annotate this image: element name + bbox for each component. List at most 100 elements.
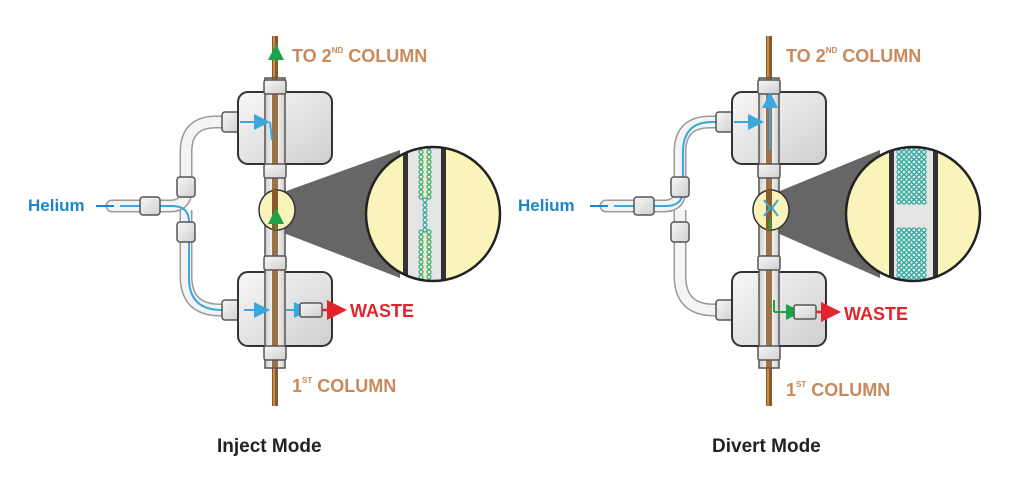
packing-dot xyxy=(426,184,432,190)
packing-dot xyxy=(911,232,917,238)
fitting xyxy=(263,255,287,271)
packing-dot xyxy=(916,164,922,170)
packing-dot xyxy=(921,184,927,190)
bottom-column-label: 1ST COLUMN xyxy=(292,376,396,396)
packing-dot xyxy=(422,202,428,208)
packing-dot xyxy=(916,247,922,253)
packing-dot xyxy=(911,169,917,175)
packing-dot xyxy=(906,164,912,170)
packing-dot xyxy=(426,274,432,280)
packing-dot xyxy=(911,174,917,180)
packing-dot xyxy=(906,262,912,268)
packing-dot xyxy=(911,257,917,263)
fitting xyxy=(263,163,287,179)
packing-dot xyxy=(896,252,902,258)
packing-dot xyxy=(419,140,423,144)
packing-dot xyxy=(916,149,922,155)
packing-dot xyxy=(922,283,926,287)
inject-mode-diagram: TO 2ND COLUMN 1ST COLUMN Helium WASTE In… xyxy=(28,36,502,457)
packing-dot xyxy=(916,199,922,205)
packing-dot xyxy=(896,257,902,263)
divert-mode-diagram: TO 2ND COLUMN 1ST COLUMN Helium WASTE Di… xyxy=(518,36,982,457)
packing-dot xyxy=(911,189,917,195)
packing-dot xyxy=(418,169,424,175)
packing-dot xyxy=(916,232,922,238)
packing-dot xyxy=(901,232,907,238)
packing-dot xyxy=(896,237,902,243)
packing-dot xyxy=(906,232,912,238)
packing-dot xyxy=(418,179,424,185)
packing-dot xyxy=(916,174,922,180)
packing-dot xyxy=(896,194,902,200)
packing-dot xyxy=(906,252,912,258)
packing-dot xyxy=(896,267,902,273)
packing-dot xyxy=(422,222,428,228)
packing-dot xyxy=(426,159,432,165)
packing-dot xyxy=(911,237,917,243)
packing-dot xyxy=(906,272,912,278)
packing-dot xyxy=(901,174,907,180)
packing-dot xyxy=(906,237,912,243)
packing-dot xyxy=(896,227,902,233)
packing-dot xyxy=(921,252,927,258)
packing-dot xyxy=(911,147,917,150)
fitting xyxy=(670,221,690,243)
packing-dot xyxy=(912,283,916,287)
packing-dot xyxy=(906,184,912,190)
packing-dot xyxy=(426,149,432,155)
packing-dot xyxy=(427,285,431,289)
packing-dot xyxy=(907,283,911,287)
packing-dot xyxy=(896,242,902,248)
packing-dot xyxy=(921,149,927,155)
packing-dot xyxy=(917,283,921,287)
packing-dot xyxy=(916,242,922,248)
packing-dot xyxy=(426,259,432,265)
packing-dot xyxy=(912,140,916,144)
packing-dot xyxy=(896,164,902,170)
zoom-cone xyxy=(281,150,400,278)
top-column-label: TO 2ND COLUMN xyxy=(786,46,921,66)
packing-dot xyxy=(901,169,907,175)
packing-dot xyxy=(901,154,907,160)
packing-dot xyxy=(916,169,922,175)
helium-label: Helium xyxy=(518,196,575,215)
packing-dot xyxy=(418,189,424,195)
packing-dot xyxy=(921,154,927,160)
packing-dot xyxy=(422,217,428,223)
packing-dot xyxy=(906,267,912,273)
packing-dot xyxy=(916,262,922,268)
packing-dot xyxy=(911,179,917,185)
packing-dot xyxy=(916,227,922,233)
packing-dot xyxy=(418,239,424,245)
packing-dot xyxy=(921,189,927,195)
fitting xyxy=(757,345,781,361)
fitting xyxy=(263,79,287,95)
packing-dot xyxy=(901,247,907,253)
fitting xyxy=(757,255,781,271)
packing-dot xyxy=(906,257,912,263)
packing-dot xyxy=(911,262,917,268)
packing-dot xyxy=(902,283,906,287)
packing-dot xyxy=(922,140,926,144)
packing-dot xyxy=(921,227,927,233)
packing-dot xyxy=(426,234,432,240)
packing-dot xyxy=(901,262,907,268)
packing-dot xyxy=(921,179,927,185)
packing-dot xyxy=(906,189,912,195)
packing-dot xyxy=(426,254,432,260)
packing-dot xyxy=(911,194,917,200)
packing-dot xyxy=(921,237,927,243)
fitting xyxy=(757,163,781,179)
fitting xyxy=(176,176,196,198)
zoom-detail xyxy=(366,140,500,289)
packing-dot xyxy=(906,247,912,253)
packing-dot xyxy=(896,272,902,278)
packing-dot xyxy=(896,169,902,175)
packing-dot xyxy=(906,227,912,233)
packing-dot xyxy=(911,267,917,273)
packing-dot xyxy=(419,285,423,289)
packing-dot xyxy=(896,247,902,253)
packing-dot xyxy=(426,244,432,250)
packing-dot xyxy=(921,262,927,268)
